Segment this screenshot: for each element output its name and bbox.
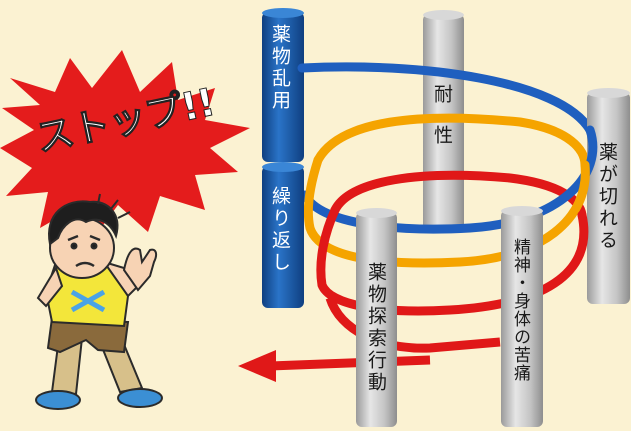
- label-repeat: 繰り返し: [269, 186, 291, 274]
- surprise-marks: [97, 193, 131, 219]
- boy-illustration: [35, 200, 163, 410]
- stop-burst-shape: [0, 50, 250, 240]
- label-drug-seeking: 薬物探索行動: [365, 262, 387, 394]
- pillar-drug-abuse: [262, 8, 304, 162]
- pillar-wearing-off: [587, 88, 630, 304]
- pillar-suffering: [501, 206, 543, 427]
- label-wearing-off: 薬が切れる: [596, 142, 618, 252]
- spiral-front: [300, 125, 598, 316]
- pillar-repeat: [262, 162, 304, 308]
- pillar-drug-seeking: [356, 208, 397, 427]
- label-drug-abuse: 薬物乱用: [269, 24, 291, 112]
- label-suffering: 精神・身体の苦痛: [510, 238, 530, 382]
- label-tolerance: 耐性: [431, 84, 453, 166]
- spiral-back: [297, 62, 595, 220]
